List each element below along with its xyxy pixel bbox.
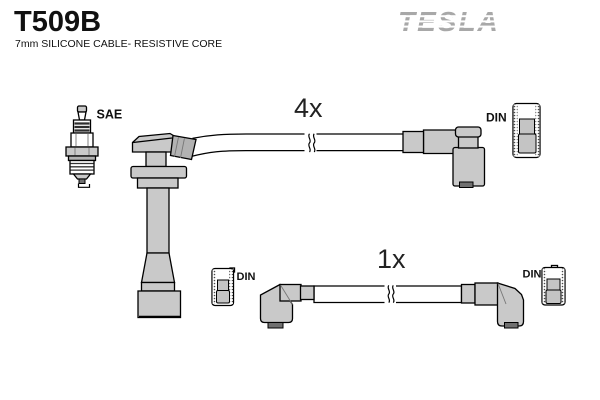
cable-break-mark [391, 285, 395, 303]
spark-plug-icon [65, 105, 99, 188]
main-cable [189, 132, 405, 158]
part-number: T509B [14, 6, 101, 38]
din-connector-icon-single-left [211, 267, 236, 307]
main-cable-quantity-label: 4x [294, 93, 323, 123]
brand-stripe [394, 20, 498, 23]
main-cable-din-label: DIN [486, 111, 507, 125]
single-cable-din-label-left: DIN [237, 271, 256, 283]
cable-break-mark [308, 133, 311, 153]
sae-label: SAE [97, 108, 123, 122]
brand-logo: TESLA [394, 6, 498, 37]
cable-break-mark [387, 285, 391, 303]
single-cable-elbow-connector-right [460, 282, 525, 329]
brand-stripe [394, 25, 498, 28]
single-cable [313, 284, 463, 304]
subtitle: 7mm SILICONE CABLE- RESISTIVE CORE [15, 38, 222, 50]
din-connector-icon-main [512, 102, 541, 159]
cable-break-gap [384, 284, 396, 304]
single-cable-din-label-right: DIN [523, 269, 542, 281]
single-cable-quantity-label: 1x [377, 244, 406, 274]
din-connector-icon-single-right [541, 264, 566, 306]
brand-stripe [394, 15, 498, 18]
coil-boot-illustration [130, 132, 197, 319]
header: T509B 7mm SILICONE CABLE- RESISTIVE CORE [14, 6, 222, 50]
single-cable-elbow-connector-left [259, 283, 315, 329]
main-cable-elbow-connector [402, 126, 486, 188]
cable-break-mark [312, 133, 316, 153]
